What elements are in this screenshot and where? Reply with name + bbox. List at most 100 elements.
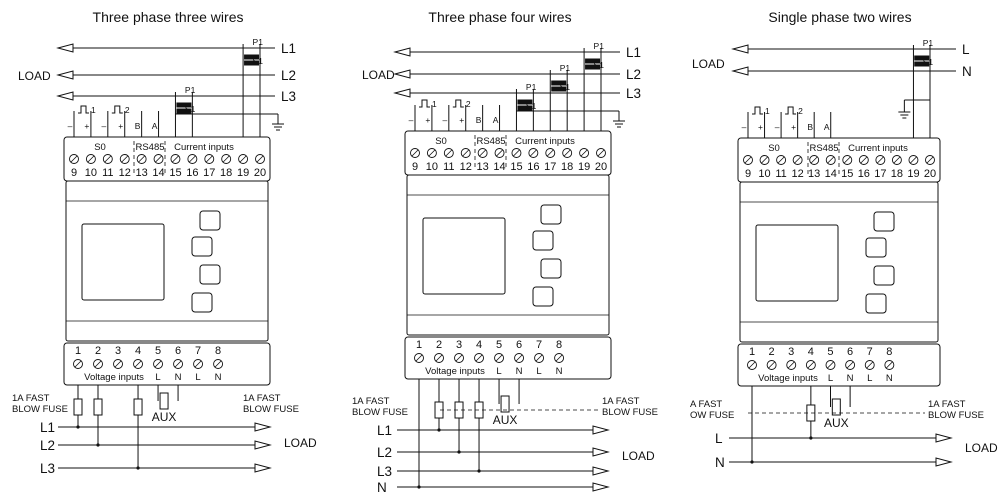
terminal-number-3: 3 bbox=[115, 345, 121, 357]
terminal-number-7: 7 bbox=[536, 339, 542, 351]
terminal-number-12: 12 bbox=[460, 161, 472, 173]
fuse-icon bbox=[159, 392, 169, 410]
screw-terminal-icon bbox=[460, 148, 471, 158]
screw-terminal-icon bbox=[69, 154, 79, 164]
ct-p1-label: P1 bbox=[923, 38, 934, 48]
screw-terminal-icon bbox=[94, 360, 102, 368]
screw-terminal-icon bbox=[825, 155, 836, 165]
screw-terminal-icon bbox=[886, 361, 893, 369]
screw-terminal-icon bbox=[528, 148, 539, 158]
ct-s1-label: S1 bbox=[560, 82, 571, 92]
fuse-note-left-2: OW FUSE bbox=[690, 410, 734, 421]
screw-terminal-icon bbox=[133, 359, 143, 369]
terminal-number-3: 3 bbox=[456, 339, 462, 351]
pulse-output-2-label: 2 bbox=[125, 105, 130, 115]
pulse-output-1-label: 1 bbox=[91, 105, 96, 115]
terminal-letter: + bbox=[118, 121, 123, 131]
screw-terminal-icon bbox=[893, 156, 901, 164]
screw-terminal-icon bbox=[777, 156, 785, 164]
screw-terminal-icon bbox=[842, 155, 853, 165]
current-transformer-icon bbox=[551, 80, 567, 86]
terminal-number-19: 19 bbox=[907, 168, 919, 180]
current-transformer-icon bbox=[176, 108, 192, 114]
screw-terminal-icon bbox=[255, 154, 265, 164]
screw-terminal-icon bbox=[926, 156, 934, 164]
screw-terminal-icon bbox=[189, 155, 196, 163]
screw-terminal-icon bbox=[194, 360, 202, 368]
screw-terminal-icon bbox=[454, 353, 464, 363]
top-line-label: L2 bbox=[626, 67, 641, 82]
diagram-title: Three phase four wires bbox=[428, 9, 571, 25]
screw-terminal-icon bbox=[238, 154, 249, 164]
top-load-label: LOAD bbox=[692, 57, 725, 71]
terminal-letter: + bbox=[84, 121, 89, 131]
screw-terminal-icon bbox=[515, 354, 523, 362]
screw-terminal-icon bbox=[102, 154, 113, 164]
meter-button-1 bbox=[873, 211, 895, 232]
screw-terminal-icon bbox=[845, 360, 856, 370]
top-line-label: N bbox=[962, 64, 972, 79]
screw-terminal-icon bbox=[119, 154, 130, 164]
bottom-terminal-block bbox=[737, 343, 941, 387]
terminal-number-20: 20 bbox=[595, 161, 607, 173]
meter-button-2 bbox=[191, 236, 213, 257]
screw-terminal-icon bbox=[410, 148, 420, 158]
terminal-number-14: 14 bbox=[152, 167, 164, 179]
terminal-letter: B bbox=[476, 115, 482, 125]
ct-s1-label: S1 bbox=[526, 101, 537, 111]
screw-terminal-icon bbox=[554, 353, 565, 363]
screw-terminal-icon bbox=[580, 149, 588, 157]
fuse-note-right-1: 1A FAST bbox=[928, 399, 966, 410]
terminal-number-14: 14 bbox=[493, 161, 505, 173]
arrow-right-icon bbox=[254, 422, 272, 432]
screw-terminal-icon bbox=[794, 156, 801, 164]
screw-terminal-icon bbox=[766, 360, 777, 370]
terminal-number-4: 4 bbox=[135, 345, 141, 357]
voltage-terminal-letter: L bbox=[867, 373, 872, 384]
screw-terminal-icon bbox=[411, 149, 419, 157]
terminal-number-8: 8 bbox=[886, 346, 892, 358]
voltage-inputs-label: Voltage inputs bbox=[758, 373, 818, 384]
screw-terminal-icon bbox=[511, 148, 522, 158]
top-line-label: L bbox=[962, 42, 970, 57]
terminal-letter: – bbox=[742, 122, 747, 132]
screw-terminal-icon bbox=[138, 155, 145, 163]
terminal-letter: – bbox=[101, 121, 106, 131]
top-line-label: L1 bbox=[281, 41, 296, 56]
bottom-line-label: L3 bbox=[377, 464, 392, 479]
diagram-title: Single phase two wires bbox=[768, 9, 911, 25]
screw-terminal-icon bbox=[121, 155, 129, 163]
screw-terminal-icon bbox=[134, 360, 142, 368]
bottom-line-label: L2 bbox=[40, 438, 55, 453]
s0-group-label: S0 bbox=[435, 136, 447, 147]
terminal-number-10: 10 bbox=[426, 161, 438, 173]
junction-dot bbox=[76, 425, 80, 429]
screw-terminal-icon bbox=[155, 155, 162, 163]
voltage-terminal-letter: N bbox=[215, 372, 222, 383]
screw-terminal-icon bbox=[925, 155, 935, 165]
screw-terminal-icon bbox=[891, 155, 902, 165]
rs485-group-label: RS485 bbox=[135, 142, 164, 153]
terminal-number-4: 4 bbox=[808, 346, 814, 358]
current-inputs-group-label: Current inputs bbox=[848, 143, 908, 154]
ct-p1-label: P1 bbox=[526, 82, 537, 92]
screw-terminal-icon bbox=[426, 148, 437, 158]
pulse-output-1-label: 1 bbox=[765, 106, 770, 116]
screw-terminal-icon bbox=[213, 359, 224, 369]
lcd-display bbox=[755, 224, 839, 302]
fuse-note-right-1: 1A FAST bbox=[243, 393, 281, 404]
screw-terminal-icon bbox=[864, 360, 875, 370]
terminal-letter: + bbox=[791, 122, 796, 132]
terminal-number-13: 13 bbox=[808, 168, 820, 180]
ct-s1-label: S1 bbox=[253, 56, 264, 66]
pulse-icon bbox=[419, 99, 430, 108]
junction-dot bbox=[136, 466, 140, 470]
terminal-number-7: 7 bbox=[867, 346, 873, 358]
screw-terminal-icon bbox=[87, 155, 95, 163]
screw-terminal-icon bbox=[221, 154, 232, 164]
arrow-left-icon bbox=[731, 66, 749, 76]
screw-terminal-icon bbox=[776, 155, 787, 165]
junction-dot bbox=[750, 460, 754, 464]
